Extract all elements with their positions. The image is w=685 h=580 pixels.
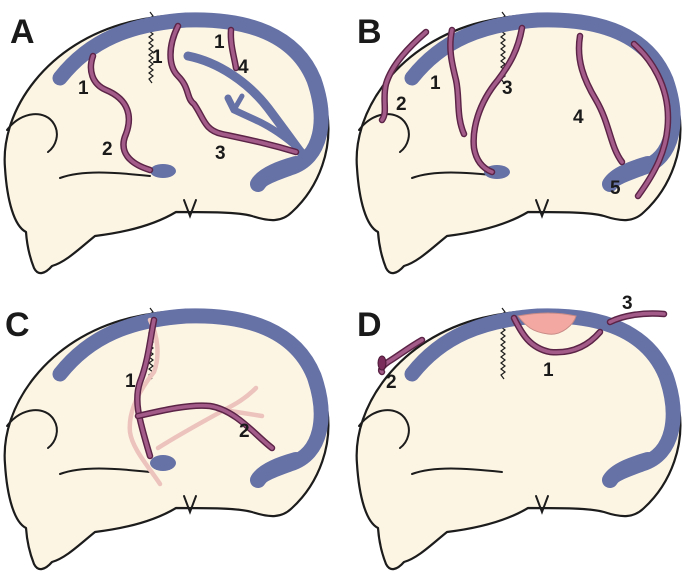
- label-b-3: 3: [502, 78, 513, 99]
- label-a-4: 2: [102, 139, 113, 160]
- panel-letter-c: C: [5, 306, 30, 344]
- panel-letter-d: D: [357, 306, 382, 344]
- label-a-6: 4: [238, 57, 249, 78]
- label-d-2: 2: [386, 372, 397, 393]
- label-b-1: 1: [430, 73, 441, 94]
- panel-c: C 1 2: [3, 306, 330, 571]
- cavernous-sinus: [150, 164, 176, 178]
- panel-b: B 1 2 3 4 5: [355, 10, 682, 275]
- label-a-2: 1: [152, 47, 163, 68]
- label-a-5: 3: [215, 143, 226, 164]
- label-c-2: 2: [239, 421, 250, 442]
- label-d-3: 3: [622, 293, 633, 314]
- emissary-outlet: [377, 355, 387, 371]
- label-b-2: 2: [396, 94, 407, 115]
- label-c-1: 1: [125, 371, 136, 392]
- label-a-3: 1: [214, 32, 225, 53]
- cavernous-sinus: [150, 455, 176, 471]
- lesion: [517, 312, 577, 335]
- label-a-1: 1: [78, 78, 89, 99]
- panel-d: D 1 2 3: [355, 293, 682, 571]
- panel-letter-a: A: [10, 13, 35, 51]
- panel-a: A 1 1 1 2 3 4: [3, 10, 330, 275]
- label-d-1: 1: [543, 360, 554, 381]
- label-b-4: 4: [573, 107, 584, 128]
- panel-letter-b: B: [357, 13, 382, 51]
- label-b-5: 5: [610, 178, 621, 199]
